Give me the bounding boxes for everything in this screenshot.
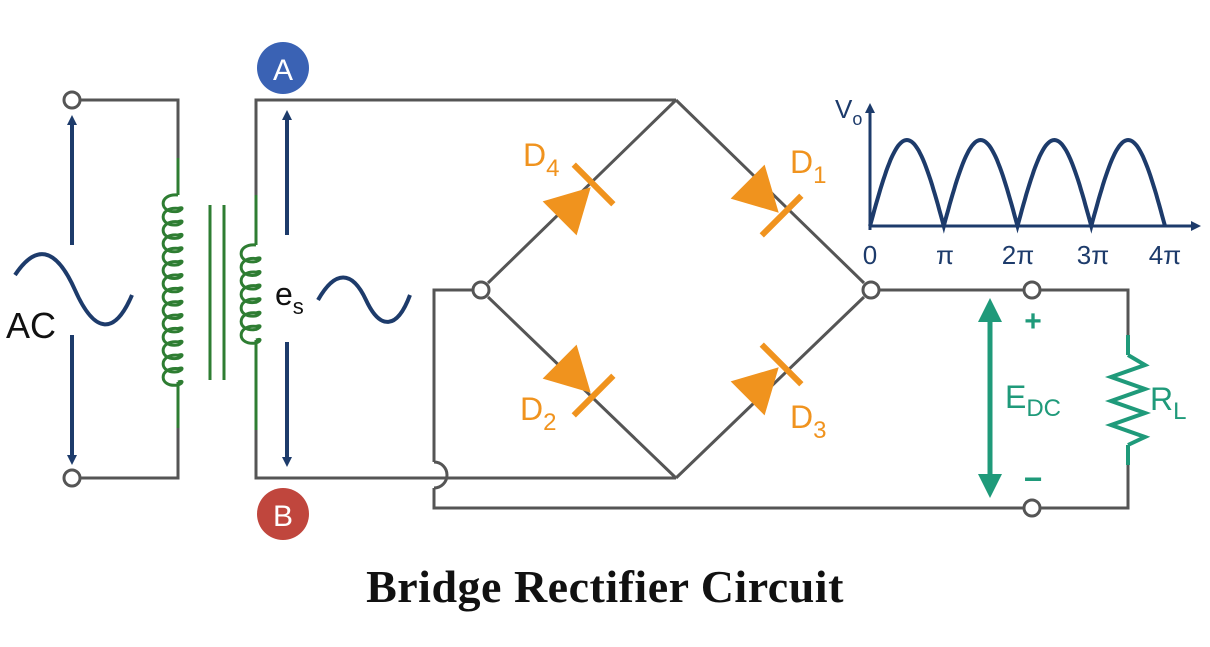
tick-label-2pi: 2π — [1002, 240, 1034, 270]
node-a-badge: A — [257, 42, 309, 94]
svg-text:A: A — [273, 54, 293, 87]
tick-label-0: 0 — [863, 240, 877, 270]
plus-sign: + — [1024, 305, 1042, 338]
tick-label-pi: π — [936, 240, 954, 270]
primary-coil — [161, 193, 184, 387]
secondary-coil — [239, 243, 262, 345]
output-waveform-plot: Vo 0 π 2π 3π 4π — [835, 94, 1201, 270]
diode-d4-label: D4 — [523, 137, 559, 182]
svg-text:B: B — [273, 500, 293, 533]
load-resistor — [1104, 335, 1152, 465]
es-label: es — [275, 276, 304, 319]
bridge-node-left — [471, 280, 491, 300]
edc-label: EDC — [1005, 379, 1061, 422]
diode-d1 — [730, 164, 804, 238]
waveform-y-label: Vo — [835, 94, 862, 129]
ac-label: AC — [6, 305, 56, 346]
tick-label-4pi: 4π — [1149, 240, 1181, 270]
bridge-wiring — [432, 98, 1130, 510]
diode-d1-label: D1 — [790, 144, 826, 189]
diode-d3 — [730, 342, 804, 416]
minus-sign: − — [1024, 461, 1043, 497]
diode-d3-label: D3 — [790, 399, 826, 444]
output-terminal-negative — [1022, 498, 1042, 518]
bridge-node-right — [861, 280, 881, 300]
tick-label-3pi: 3π — [1077, 240, 1109, 270]
ac-sine-wave — [13, 252, 134, 327]
secondary-wiring — [254, 98, 676, 480]
rl-label: RL — [1150, 381, 1186, 425]
edc-arrow — [978, 298, 1002, 498]
transformer-core — [208, 205, 226, 380]
rectified-wave — [868, 137, 1167, 234]
diode-d2-label: D2 — [520, 391, 556, 436]
ac-terminal-bottom — [62, 468, 82, 488]
output-terminal-positive — [1022, 280, 1042, 300]
ac-terminal-top — [62, 90, 82, 110]
diagram-title: Bridge Rectifier Circuit — [366, 561, 844, 612]
primary-wiring — [78, 98, 180, 480]
diode-d4 — [542, 162, 616, 236]
es-sine-wave — [316, 275, 412, 324]
node-b-badge: B — [257, 488, 309, 540]
diode-d2 — [542, 344, 616, 418]
